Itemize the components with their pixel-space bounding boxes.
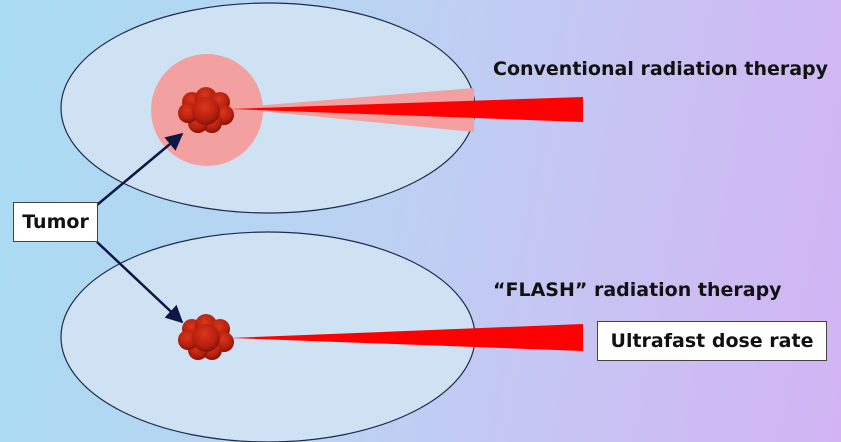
conventional-beam [230,97,583,122]
ultrafast-dose-rate-box: Ultrafast dose rate [597,321,827,361]
tumor-label-box: Tumor [13,202,98,242]
flash-tumor-icon [178,314,234,360]
conventional-tumor-icon [178,87,234,133]
arrow-to-conventional-tumor [96,132,184,206]
conventional-therapy-label: Conventional radiation therapy [493,58,829,80]
arrow-to-flash-tumor [96,241,184,324]
flash-therapy-label: “FLASH” radiation therapy [493,279,782,301]
flash-beam [230,324,583,351]
